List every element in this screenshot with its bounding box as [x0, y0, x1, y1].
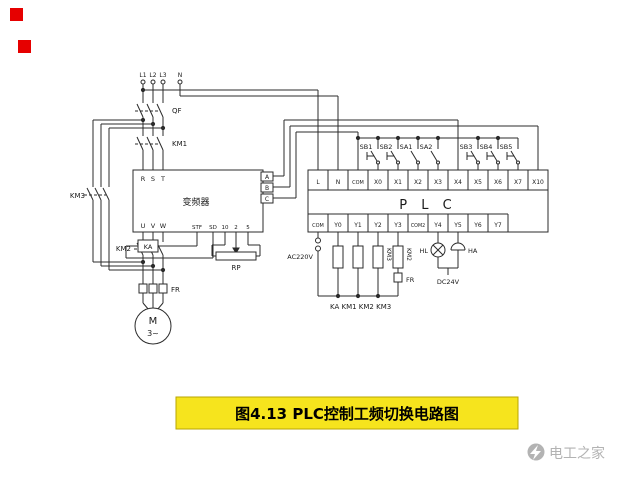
caption-banner	[175, 396, 519, 430]
input-sb3: SB3	[460, 143, 473, 151]
plc-term-x2: X2	[414, 179, 422, 186]
label-ka: KA	[144, 243, 153, 251]
inverter-r: R	[141, 175, 146, 183]
plc-term-l: L	[316, 179, 320, 186]
label-qf: QF	[172, 107, 182, 115]
plc-term-y5: Y5	[453, 222, 462, 229]
plc-term-x10: X10	[532, 179, 544, 186]
label-n: N	[178, 72, 183, 79]
label-fr-output: FR	[406, 276, 415, 284]
inverter-5: 5	[246, 225, 250, 231]
plc-term-com-out: COM	[312, 223, 324, 229]
label-km1: KM1	[172, 140, 187, 148]
ka-rp-circuit	[125, 239, 261, 261]
inverter-u: U	[141, 222, 146, 230]
motor-phase: 3~	[147, 329, 159, 338]
interlock-km3: KM3	[385, 248, 392, 261]
inverter-s: S	[151, 175, 155, 183]
inverter-name: 变频器	[182, 196, 209, 208]
input-sb5: SB5	[500, 143, 513, 151]
inverter-v: V	[151, 222, 156, 230]
label-ha: HA	[468, 247, 478, 255]
inverter-abc-wires	[273, 119, 539, 199]
plc-term-x3: X3	[434, 179, 442, 186]
input-sb1: SB1	[360, 143, 373, 151]
plc-term-y1: Y1	[353, 222, 362, 229]
inverter-b: B	[265, 185, 269, 192]
label-l3: L3	[159, 72, 166, 79]
label-hl: HL	[419, 247, 428, 255]
caption-text: 图4.13 PLC控制工频切换电路图	[235, 405, 459, 423]
input-sb2: SB2	[380, 143, 393, 151]
label-coil-row: KA KM1 KM2 KM3	[330, 303, 391, 311]
plc-term-x4: X4	[454, 179, 462, 186]
plc-term-y6: Y6	[473, 222, 482, 229]
inverter-box	[132, 169, 264, 233]
plc-term-y4: Y4	[433, 222, 442, 229]
diagram-labels: L1 L2 L3 N QF KM1 KM3 KM2 FR R S T 变频器 U…	[70, 72, 544, 338]
label-l1: L1	[139, 72, 146, 79]
inverter-stf: STF	[192, 225, 202, 231]
interlock-km2: KM2	[405, 248, 412, 261]
plc-term-x1: X1	[394, 179, 402, 186]
label-fr: FR	[171, 286, 180, 294]
red-marker-left	[18, 40, 31, 53]
plc-term-x0: X0	[374, 179, 382, 186]
lightning-icon	[530, 445, 541, 460]
label-km2: KM2	[116, 245, 131, 253]
plc-term-com2: COM2	[411, 223, 425, 229]
plc-title: P L C	[399, 198, 456, 213]
motor-m: M	[149, 316, 158, 327]
inverter-2: 2	[234, 225, 238, 231]
inverter-c: C	[265, 196, 269, 203]
supply-lines	[135, 79, 183, 170]
watermark: 电工之家	[527, 443, 605, 462]
inverter-w: W	[160, 222, 167, 230]
plc-term-x5: X5	[474, 179, 482, 186]
label-ac220v: AC220V	[287, 253, 313, 261]
plc-power-wires	[140, 84, 339, 170]
input-sb4: SB4	[480, 143, 493, 151]
plc-term-x6: X6	[494, 179, 502, 186]
plc-input-switches	[355, 135, 520, 170]
bypass-km3-lines	[84, 117, 166, 273]
plc-term-x7: X7	[514, 179, 522, 186]
inverter-a: A	[265, 174, 270, 181]
input-sa2: SA2	[420, 143, 433, 151]
plc-term-com: COM	[352, 180, 364, 186]
plc-term-y7: Y7	[493, 222, 502, 229]
motor-circle	[134, 307, 172, 345]
label-dc24v: DC24V	[437, 278, 460, 286]
label-km3: KM3	[70, 192, 85, 200]
plc-output-circuit	[315, 232, 466, 299]
inverter-t: T	[160, 175, 165, 183]
plc-terminal-grid	[308, 170, 548, 232]
plc-term-n: N	[336, 179, 341, 186]
inverter-sd: SD	[209, 225, 217, 231]
watermark-text: 电工之家	[549, 445, 605, 462]
label-rp: RP	[231, 264, 240, 272]
plc-term-y2: Y2	[373, 222, 382, 229]
plc-term-y0: Y0	[333, 222, 342, 229]
plc-term-y3: Y3	[393, 222, 402, 229]
input-sa1: SA1	[400, 143, 413, 151]
red-marker-top	[10, 8, 23, 21]
inverter-10: 10	[222, 225, 229, 231]
label-l2: L2	[149, 72, 156, 79]
